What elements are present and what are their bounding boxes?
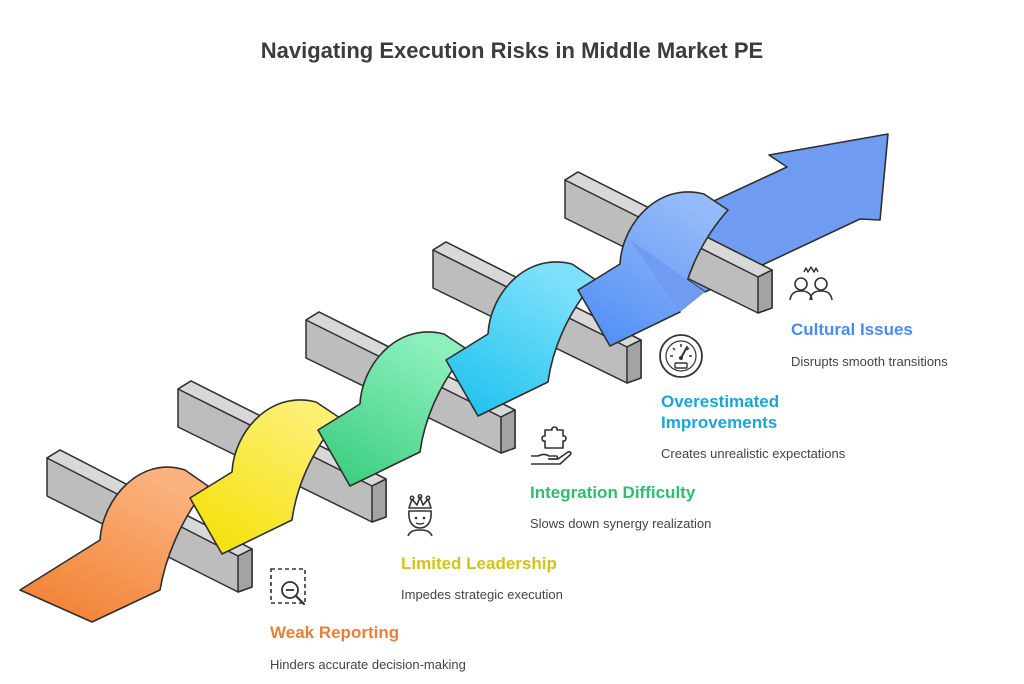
puzzle-hand-icon: [531, 426, 572, 465]
label-cultural-issues: Cultural Issues: [791, 320, 913, 339]
description-cultural-issues: Disrupts smooth transitions: [791, 354, 948, 369]
search-document-icon: [270, 568, 306, 606]
description-overestimated-improvements: Creates unrealistic expectations: [661, 446, 846, 461]
arrow-shaft: [630, 240, 705, 312]
ribbon-green: [317, 331, 469, 487]
step-weak-reporting: [19, 449, 253, 623]
ribbon-orange: [19, 466, 209, 623]
description-integration-difficulty: Slows down synergy realization: [530, 516, 712, 531]
label-overestimated-improvements: Overestimated Improvements: [661, 392, 780, 432]
step-cultural-issues: [564, 171, 773, 347]
diagram-title: Navigating Execution Risks in Middle Mar…: [260, 38, 764, 63]
ribbon-cyan: [445, 261, 597, 417]
gauge-icon: [659, 334, 703, 378]
description-weak-reporting: Hinders accurate decision-making: [270, 657, 466, 672]
step-overestimated-improvements: [432, 241, 642, 417]
label-integration-difficulty: Integration Difficulty: [530, 483, 696, 502]
description-limited-leadership: Impedes strategic execution: [401, 587, 563, 602]
label-weak-reporting: Weak Reporting: [270, 623, 400, 642]
step-limited-leadership: [177, 380, 387, 555]
label-limited-leadership: Limited Leadership: [401, 554, 557, 573]
two-people-icon: [789, 266, 833, 301]
ribbon-yellow: [189, 399, 341, 555]
crowned-person-icon: [407, 494, 433, 537]
